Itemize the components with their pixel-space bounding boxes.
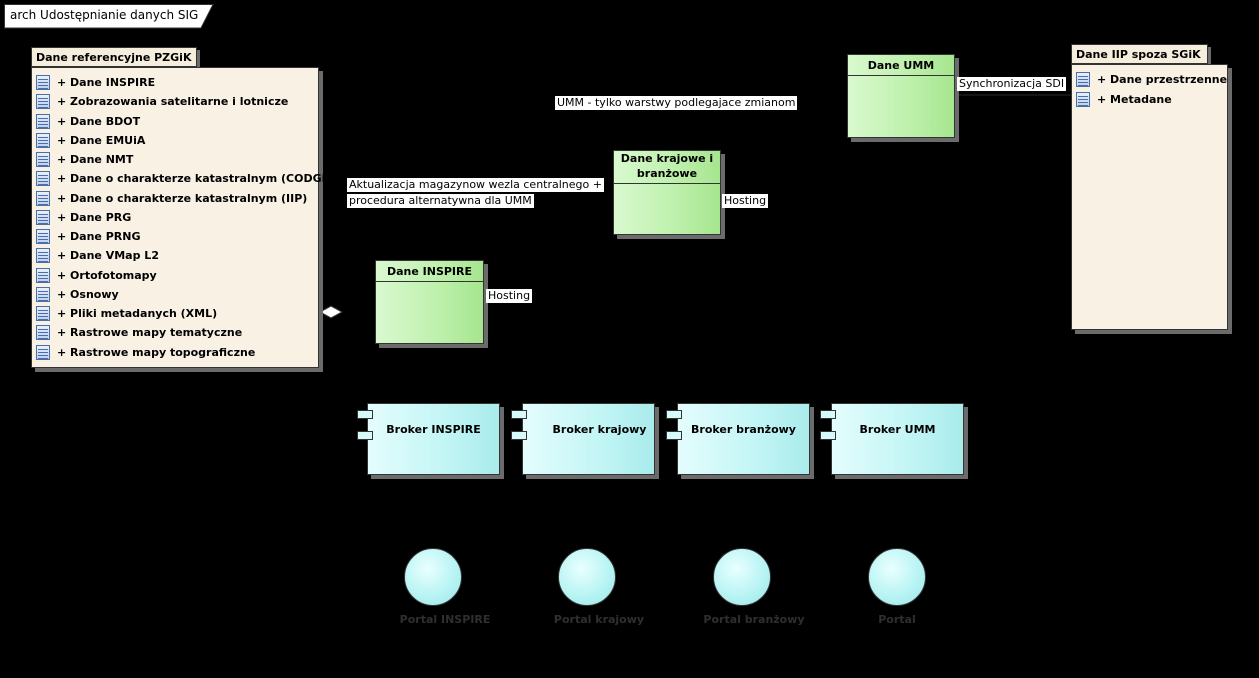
class-icon — [36, 132, 50, 148]
component-broker-inspire-title: Broker INSPIRE — [386, 423, 481, 436]
package-ref-item[interactable]: + Dane INSPIRE — [36, 73, 155, 91]
class-icon — [36, 286, 50, 302]
package-ref-item[interactable]: + Dane o charakterze katastralnym (CODGi… — [36, 169, 339, 187]
package-ref-item[interactable]: + Dane o charakterze katastralnym (IIP) — [36, 189, 307, 207]
component-port-icon — [820, 410, 836, 419]
aggregation-diamond — [318, 305, 344, 319]
class-icon — [36, 305, 50, 321]
component-port-icon — [666, 431, 682, 440]
package-ref-item[interactable]: + Ortofotomapy — [36, 266, 157, 284]
package-ref-item[interactable]: + Dane PRG — [36, 208, 131, 226]
package-iip-tab[interactable]: Dane IIP spoza SGiK — [1071, 44, 1208, 64]
component-port-icon — [357, 431, 373, 440]
interface-portal-inspire[interactable] — [404, 548, 462, 606]
class-icon — [1076, 71, 1090, 87]
component-port-icon — [357, 410, 373, 419]
package-iip[interactable]: + Dane przestrzenne + Metadane — [1071, 64, 1228, 330]
node-dane-inspire-title: Dane INSPIRE — [376, 261, 483, 282]
component-broker-krajowy[interactable]: Broker krajowy — [522, 403, 655, 475]
component-broker-umm-title: Broker UMM — [859, 423, 936, 436]
interface-portal-krajowy-label: Portal krajowy — [553, 613, 645, 626]
connector-label-umm-note: UMM - tylko warstwy podlegajace zmianom — [555, 96, 798, 110]
component-port-icon — [820, 431, 836, 440]
package-iip-name: Dane IIP spoza SGiK — [1076, 48, 1201, 61]
interface-portal-branzowy[interactable] — [713, 548, 771, 606]
package-ref-tab[interactable]: Dane referencyjne PZGiK — [31, 47, 197, 67]
connector-label-aktualizacja-2: procedura alternatywna dla UMM — [347, 194, 534, 208]
component-port-icon — [666, 410, 682, 419]
package-ref-item[interactable]: + Dane EMUiA — [36, 131, 145, 149]
diagram-frame-tab: arch Udostępnianie danych SIG — [4, 4, 214, 29]
interface-portal-inspire-label: Portal INSPIRE — [399, 613, 491, 626]
connector-label-hosting-1: Hosting — [722, 194, 769, 208]
node-dane-krajowe[interactable]: Dane krajowe i branżowe — [613, 150, 721, 235]
component-port-icon — [511, 431, 527, 440]
node-dane-umm[interactable]: Dane UMM — [847, 54, 955, 138]
package-ref-item[interactable]: + Rastrowe mapy tematyczne — [36, 323, 242, 341]
component-broker-krajowy-title: Broker krajowy — [552, 423, 647, 436]
interface-portal-branzowy-label: Portal branżowy — [703, 613, 805, 626]
package-ref-item[interactable]: + Zobrazowania satelitarne i lotnicze — [36, 92, 288, 110]
package-ref-item[interactable]: + Dane BDOT — [36, 112, 140, 130]
component-broker-branzowy[interactable]: Broker branżowy — [677, 403, 810, 475]
component-broker-branzowy-title: Broker branżowy — [691, 423, 796, 436]
class-icon — [36, 74, 50, 90]
node-dane-krajowe-title: Dane krajowe i branżowe — [614, 151, 720, 184]
class-icon — [36, 209, 50, 225]
package-ref[interactable]: + Dane INSPIRE + Zobrazowania satelitarn… — [31, 67, 339, 368]
component-broker-inspire[interactable]: Broker INSPIRE — [367, 403, 500, 475]
diagram-title: arch Udostępnianie danych SIG — [10, 8, 199, 22]
package-ref-name: Dane referencyjne PZGiK — [36, 51, 192, 64]
class-icon — [36, 113, 50, 129]
package-ref-item[interactable]: + Rastrowe mapy topograficzne — [36, 343, 255, 361]
class-icon — [36, 170, 50, 186]
package-ref-item[interactable]: + Dane VMap L2 — [36, 246, 159, 264]
interface-portal-umm-label: Portal — [878, 613, 916, 626]
component-broker-umm[interactable]: Broker UMM — [831, 403, 964, 475]
connector-label-sync: Synchronizacja SDI — [957, 77, 1067, 91]
class-icon — [36, 190, 50, 206]
package-ref-item[interactable]: + Dane NMT — [36, 150, 133, 168]
package-iip-item[interactable]: + Metadane — [1076, 90, 1172, 108]
class-icon — [36, 228, 50, 244]
class-icon — [36, 267, 50, 283]
class-icon — [36, 93, 50, 109]
frame-tab-shape — [4, 4, 214, 29]
package-ref-item[interactable]: + Osnowy — [36, 285, 119, 303]
class-icon — [1076, 91, 1090, 107]
interface-portal-umm[interactable] — [868, 548, 926, 606]
interface-portal-krajowy[interactable] — [558, 548, 616, 606]
class-icon — [36, 151, 50, 167]
connector-label-aktualizacja-1: Aktualizacja magazynow wezla centralnego… — [347, 178, 604, 192]
class-icon — [36, 344, 50, 360]
node-dane-inspire[interactable]: Dane INSPIRE — [375, 260, 484, 344]
node-dane-umm-title: Dane UMM — [848, 55, 954, 76]
class-icon — [36, 247, 50, 263]
package-ref-item[interactable]: + Pliki metadanych (XML) — [36, 304, 217, 322]
package-ref-item[interactable]: + Dane PRNG — [36, 227, 141, 245]
component-port-icon — [511, 410, 527, 419]
connector-label-hosting-2: Hosting — [486, 289, 533, 303]
class-icon — [36, 324, 50, 340]
package-iip-item[interactable]: + Dane przestrzenne — [1076, 70, 1227, 88]
